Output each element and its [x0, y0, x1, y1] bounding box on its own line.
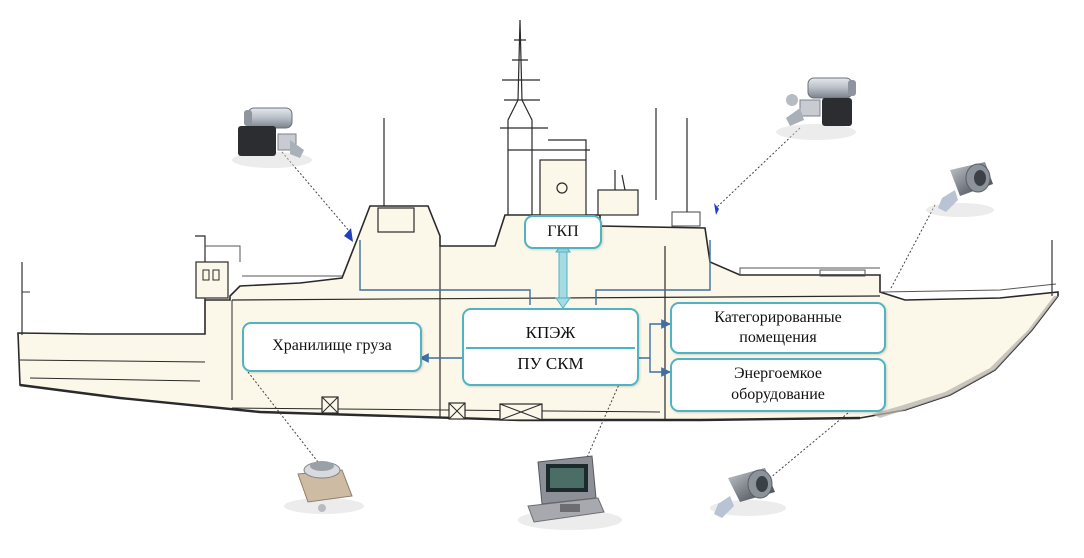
sensor-icon [284, 461, 364, 514]
energy-equipment-label-2: оборудование [731, 386, 825, 403]
categorized-rooms-box: Категорированные помещения [670, 302, 886, 354]
crate-icon [448, 402, 466, 420]
camera-icon [776, 77, 856, 140]
energy-equipment-box: Энергоемкое оборудование [670, 358, 886, 412]
categorized-rooms-label-1: Категорированные [714, 309, 842, 326]
arrow-to-energy [649, 358, 671, 377]
kpezh-box: КПЭЖ ПУ СКМ [462, 308, 639, 386]
cargo-storage-box: Хранилище груза [242, 322, 422, 372]
categorized-rooms-label-2: помещения [739, 329, 817, 346]
cargo-storage-label: Хранилище груза [272, 337, 392, 354]
gkp-box: ГКП [524, 215, 602, 249]
energy-equipment-label-1: Энергоемкое [733, 365, 823, 382]
kpezh-label: КПЭЖ [525, 323, 576, 342]
camera-icon [926, 162, 994, 217]
crate-icon [321, 396, 339, 414]
arrow-to-categorized [637, 319, 671, 359]
marker-icon [344, 203, 719, 242]
crate-icon [499, 403, 543, 421]
connector-lines [359, 240, 711, 377]
gkp-label: ГКП [547, 223, 579, 240]
ship-mast [500, 19, 639, 216]
pu-skm-label: ПУ СКМ [517, 354, 584, 373]
camera-icon [710, 468, 786, 518]
console-icon [518, 455, 622, 530]
camera-icon [232, 107, 312, 168]
kpezh-divider [466, 347, 635, 349]
